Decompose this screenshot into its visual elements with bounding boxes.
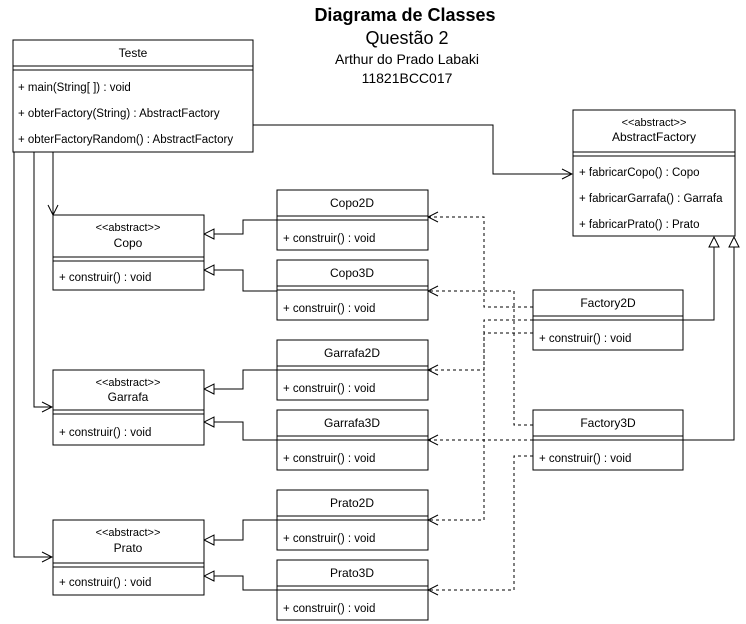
- class-abstractfactory[interactable]: <<abstract>> AbstractFactory + fabricarC…: [572, 109, 736, 237]
- class-garrafa3d[interactable]: Garrafa3D + construir() : void: [276, 409, 429, 471]
- method: + construir() : void: [283, 383, 375, 395]
- class-copo3d[interactable]: Copo3D + construir() : void: [276, 259, 429, 321]
- method: + fabricarGarrafa() : Garrafa: [579, 193, 723, 205]
- class-copo[interactable]: <<abstract>> Copo + construir() : void: [52, 214, 205, 291]
- edge-factory3d-abstractfactory: [683, 237, 734, 441]
- class-teste[interactable]: Teste + main(String[ ]) : void + obterFa…: [12, 39, 254, 153]
- class-name: AbstractFactory: [612, 130, 696, 144]
- class-name: Copo: [114, 236, 143, 250]
- class-name: Factory2D: [580, 296, 636, 310]
- diagram-author: Arthur do Prado Labaki: [335, 51, 479, 67]
- edge-prato3d-prato: [204, 576, 277, 591]
- edge-factory2d-prato2d: [428, 319, 533, 520]
- edge-factory2d-copo2d: [428, 217, 533, 308]
- edges: [13, 124, 734, 591]
- stereotype: <<abstract>>: [96, 377, 161, 389]
- class-garrafa2d[interactable]: Garrafa2D + construir() : void: [276, 339, 429, 401]
- stereotype: <<abstract>>: [96, 222, 161, 234]
- class-name: Garrafa3D: [324, 416, 380, 430]
- class-factory2d[interactable]: Factory2D + construir() : void: [532, 289, 684, 351]
- method: + construir() : void: [59, 427, 151, 439]
- method: + construir() : void: [283, 453, 375, 465]
- class-garrafa[interactable]: <<abstract>> Garrafa + construir() : voi…: [52, 369, 205, 446]
- method: + construir() : void: [283, 533, 375, 545]
- stereotype: <<abstract>>: [96, 527, 161, 539]
- class-prato2d[interactable]: Prato2D + construir() : void: [276, 489, 429, 551]
- method: + construir() : void: [283, 233, 375, 245]
- class-name: Factory3D: [580, 416, 636, 430]
- diagram-subtitle: Questão 2: [365, 28, 448, 48]
- method: + construir() : void: [283, 303, 375, 315]
- diagram-title: Diagrama de Classes: [314, 5, 495, 25]
- edge-copo2d-copo: [204, 219, 277, 234]
- class-prato[interactable]: <<abstract>> Prato + construir() : void: [52, 519, 205, 596]
- edge-teste-garrafa: [33, 152, 52, 407]
- class-name: Teste: [119, 46, 148, 60]
- edge-prato2d-prato: [204, 519, 277, 540]
- class-name: Prato3D: [330, 566, 374, 580]
- method: + construir() : void: [283, 603, 375, 615]
- diagram-student-id: 11821BCC017: [362, 70, 453, 86]
- class-name: Prato2D: [330, 496, 374, 510]
- method: + obterFactory(String) : AbstractFactory: [18, 108, 220, 120]
- edge-teste-prato: [13, 152, 52, 557]
- class-copo2d[interactable]: Copo2D + construir() : void: [276, 189, 429, 251]
- method: + construir() : void: [59, 577, 151, 589]
- method: + construir() : void: [539, 453, 631, 465]
- class-name: Copo3D: [330, 266, 374, 280]
- class-prato3d[interactable]: Prato3D + construir() : void: [276, 559, 429, 621]
- method: + fabricarCopo() : Copo: [579, 167, 700, 179]
- edge-factory2d-abstractfactory: [683, 237, 714, 321]
- method: + obterFactoryRandom() : AbstractFactory: [18, 134, 233, 146]
- edge-garrafa2d-garrafa: [204, 369, 277, 389]
- class-name: Prato: [114, 541, 143, 555]
- class-name: Garrafa2D: [324, 346, 380, 360]
- method: + main(String[ ]) : void: [18, 82, 131, 94]
- stereotype: <<abstract>>: [622, 117, 687, 129]
- method: + fabricarPrato() : Prato: [579, 219, 699, 231]
- class-factory3d[interactable]: Factory3D + construir() : void: [532, 409, 684, 471]
- edge-teste-abstractfactory: [253, 124, 572, 174]
- method: + construir() : void: [59, 272, 151, 284]
- class-name: Garrafa: [108, 390, 149, 404]
- edge-copo3d-copo: [204, 270, 277, 292]
- class-name: Copo2D: [330, 196, 374, 210]
- edge-factory3d-copo3d: [428, 291, 533, 426]
- edge-garrafa3d-garrafa: [204, 422, 277, 441]
- method: + construir() : void: [539, 333, 631, 345]
- edge-factory2d-garrafa2d: [428, 332, 533, 370]
- edge-factory3d-prato3d: [428, 455, 533, 590]
